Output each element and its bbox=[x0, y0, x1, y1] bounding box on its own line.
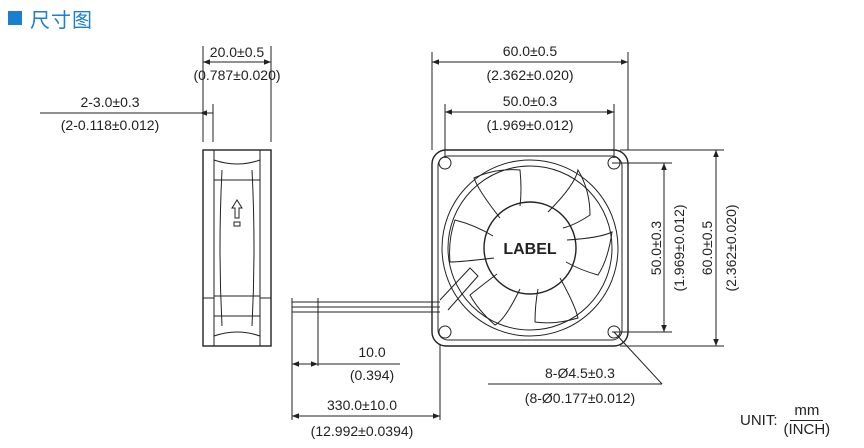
mount-hole bbox=[607, 156, 621, 170]
outer-width-inch-label: (2.362±0.020) bbox=[486, 67, 573, 83]
vert-outer-inch-label: (2.362±0.020) bbox=[723, 204, 739, 291]
vert-hole-spacing-label: 50.0±0.3 bbox=[648, 221, 664, 276]
rib-inch-label: (2-0.118±0.012) bbox=[61, 117, 160, 133]
strip-inch-label: (0.394) bbox=[350, 367, 394, 383]
fan-front-view: 60.0±0.5 (2.362±0.020) 50.0±0.3 (1.969±0… bbox=[431, 43, 739, 347]
square-bullet-icon bbox=[8, 11, 22, 25]
unit-label: UNIT: bbox=[740, 412, 778, 429]
mount-hole bbox=[438, 325, 452, 339]
strip-label: 10.0 bbox=[358, 344, 385, 360]
outer-width-label: 60.0±0.5 bbox=[503, 43, 558, 59]
hub-label: LABEL bbox=[503, 241, 557, 258]
unit-fraction: mm (INCH) bbox=[784, 402, 831, 439]
mount-hole bbox=[607, 325, 621, 339]
lead-length-inch-label: (12.992±0.0394) bbox=[311, 423, 414, 439]
hole-spacing-label: 50.0±0.3 bbox=[503, 93, 558, 109]
unit-numerator: mm bbox=[790, 402, 824, 421]
holes-label: 8-Ø4.5±0.3 bbox=[545, 365, 615, 381]
vert-hole-spacing-inch-label: (1.969±0.012) bbox=[671, 204, 687, 291]
fan-side-view: 20.0±0.5 (0.787±0.020) 2-3.0±0.3 (2-0.11… bbox=[40, 44, 281, 347]
hole-spacing-inch-label: (1.969±0.012) bbox=[486, 117, 573, 133]
holes-inch-label: (8-Ø0.177±0.012) bbox=[525, 390, 635, 406]
section-header: 尺寸图 bbox=[8, 4, 93, 32]
section-title: 尺寸图 bbox=[30, 9, 93, 32]
lead-length-label: 330.0±10.0 bbox=[327, 397, 397, 413]
up-arrow-icon bbox=[231, 199, 243, 219]
rib-label: 2-3.0±0.3 bbox=[80, 94, 139, 110]
unit-denominator: (INCH) bbox=[783, 421, 831, 438]
vert-outer-label: 60.0±0.5 bbox=[699, 221, 715, 276]
lead-wires: 10.0 (0.394) 330.0±10.0 (12.992±0.0394) bbox=[291, 298, 441, 439]
side-width-label: 20.0±0.5 bbox=[210, 44, 265, 60]
mount-hole bbox=[438, 156, 452, 170]
side-width-inch-label: (0.787±0.020) bbox=[193, 67, 280, 83]
unit-legend: UNIT: mm (INCH) bbox=[740, 402, 830, 439]
